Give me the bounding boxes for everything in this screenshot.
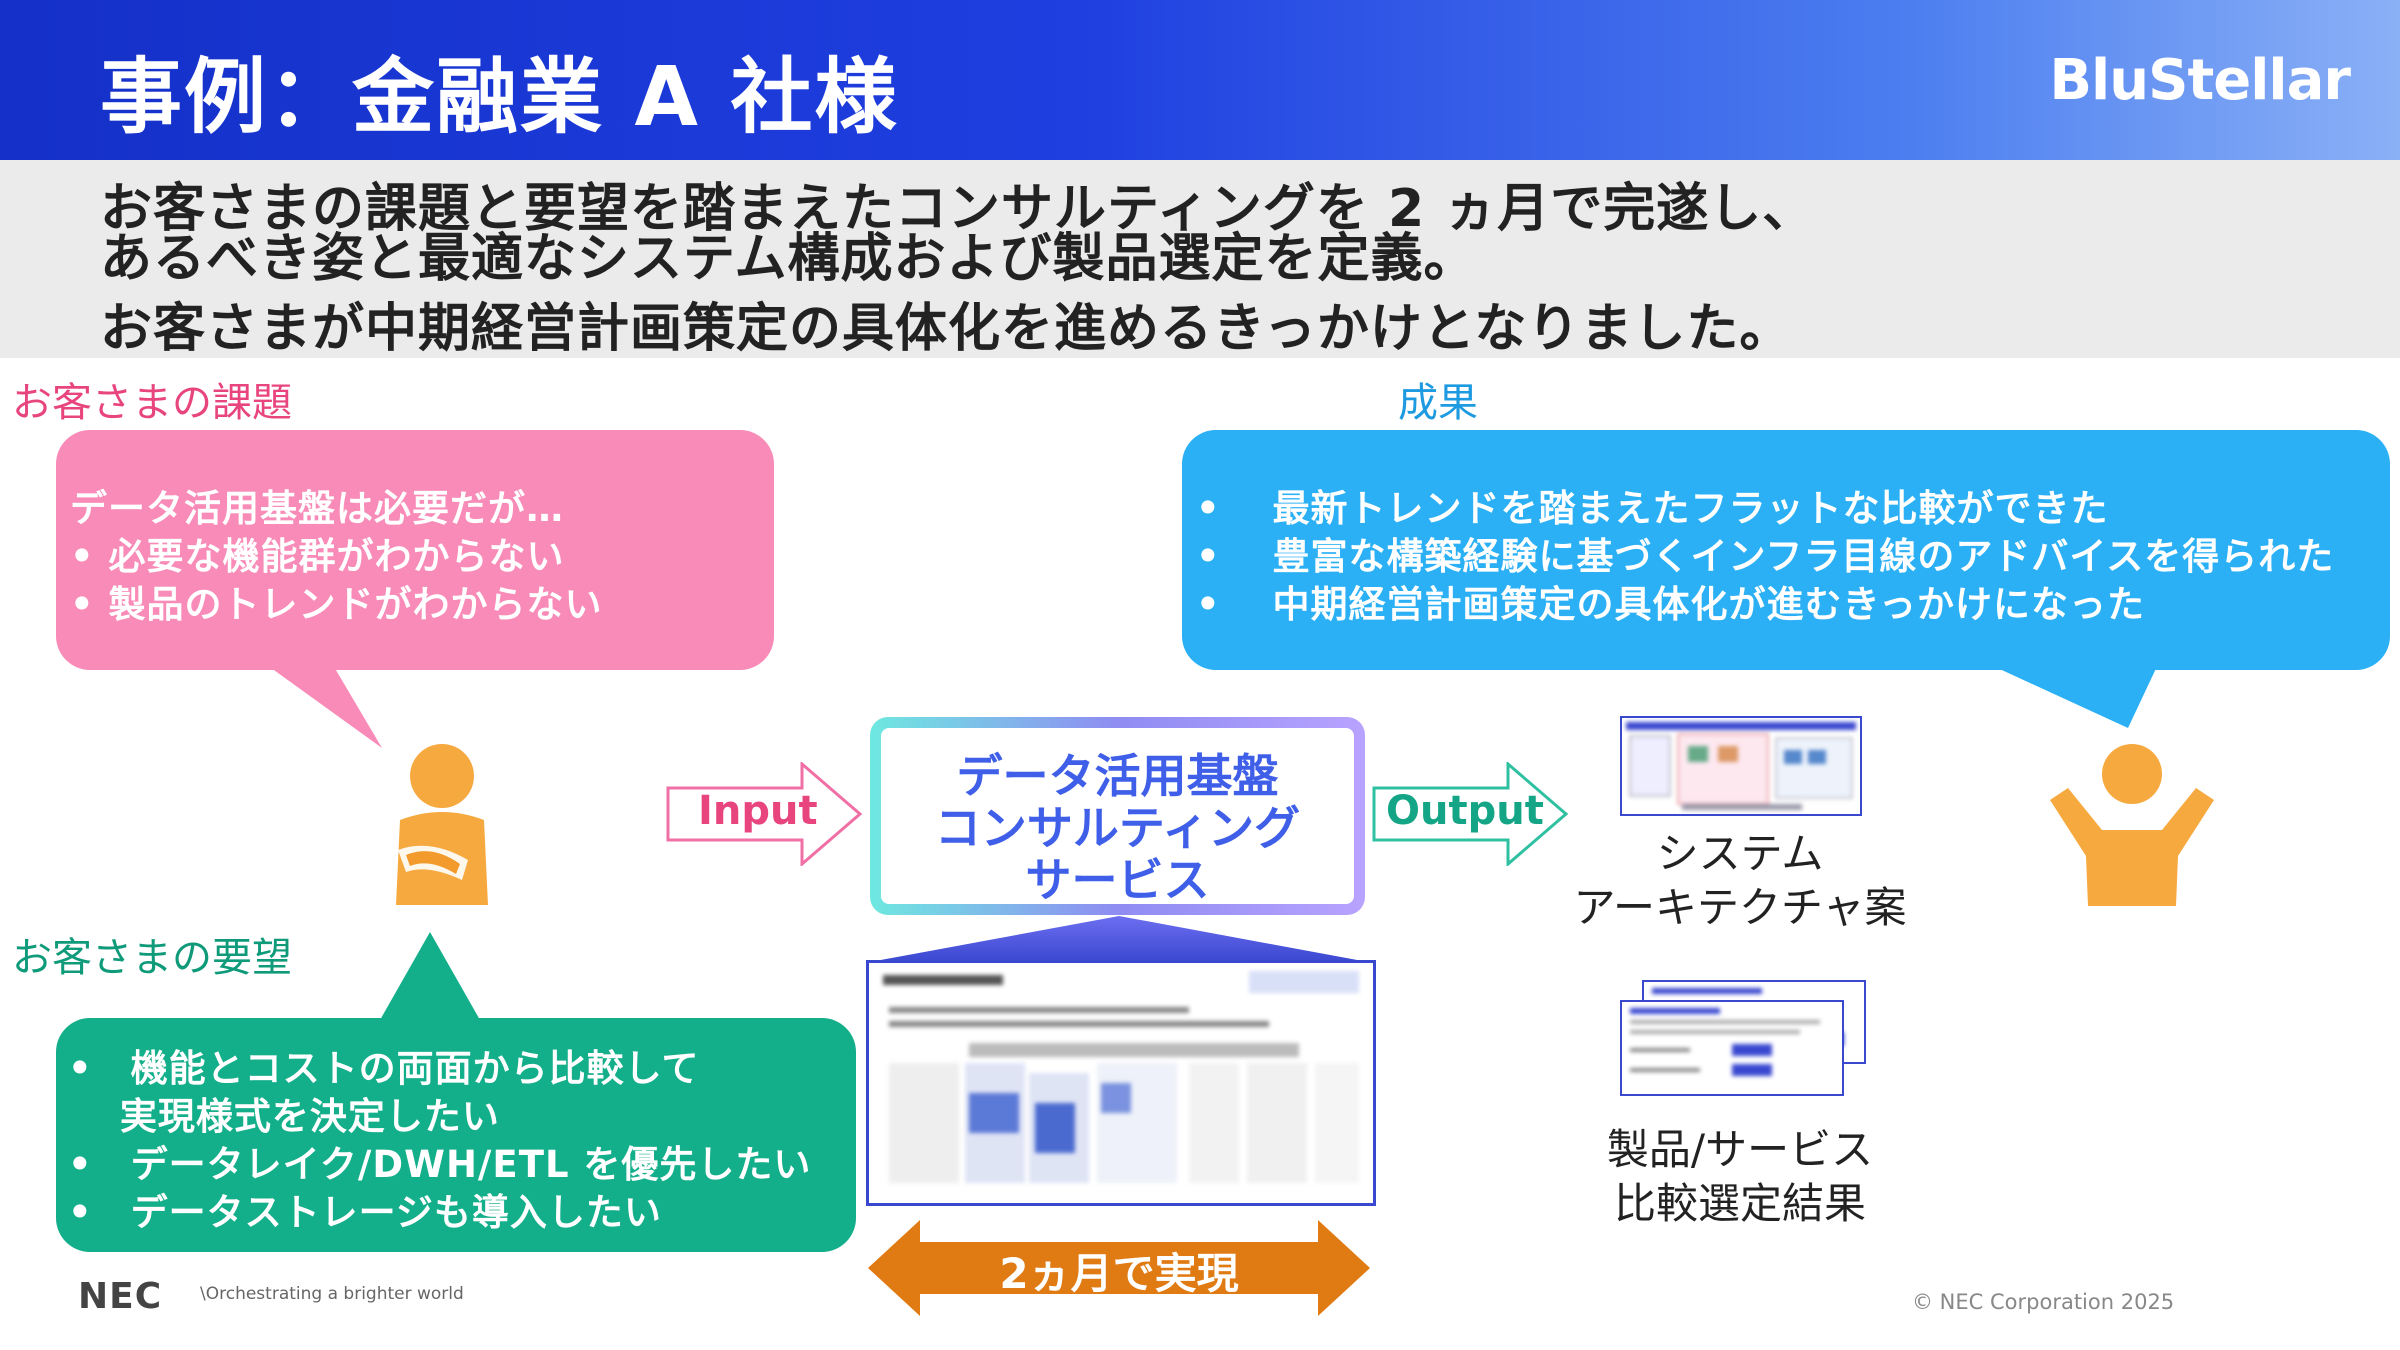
output-label: Output [1386, 788, 1544, 834]
duration-arrow [868, 1220, 1370, 1316]
architecture-thumbnail-content [1626, 722, 1856, 810]
person-celebrating-icon [2050, 744, 2214, 906]
requests-label: お客さまの要望 [12, 935, 292, 981]
nec-tagline: \Orchestrating a brighter world [200, 1284, 464, 1304]
comparison-label-2: 比較選定結果 [1613, 1179, 1866, 1228]
requests-line-4: • データストレージも導入したい [68, 1191, 662, 1234]
comparison-thumbnail-front [1620, 1000, 1844, 1096]
summary-line-2: あるべき姿と最適なシステム構成および製品選定を定義。 [100, 229, 1477, 289]
comparison-thumbnail-front-content [1630, 1008, 1820, 1076]
service-line-1: データ活用基盤 [956, 749, 1279, 803]
service-box: データ活用基盤 コンサルティング サービス [870, 717, 1365, 915]
service-line-3: サービス [1025, 853, 1210, 907]
results-line-1: • 最新トレンドを踏まえたフラットな比較ができた [1196, 487, 2109, 530]
nec-logo: NEC [78, 1276, 163, 1317]
requests-line-1: • 機能とコストの両面から比較して [68, 1047, 700, 1090]
requests-line-2: 実現様式を決定したい [68, 1095, 500, 1138]
input-arrow [666, 762, 862, 866]
schedule-pointer [870, 916, 1368, 962]
issues-line-2: • 必要な機能群がわからない [70, 535, 565, 578]
service-line-2: コンサルティング [934, 801, 1301, 855]
results-bubble-tail [1980, 660, 2160, 728]
service-box-inner: データ活用基盤 コンサルティング サービス [881, 728, 1354, 907]
copyright: © NEC Corporation 2025 [1912, 1290, 2175, 1314]
requests-line-3: • データレイク/DWH/ETL を優先したい [68, 1143, 812, 1186]
schedule-document-content [883, 971, 1359, 1183]
schedule-document-thumbnail [866, 960, 1376, 1206]
summary-line-3: お客さまが中期経営計画策定の具体化を進めるきっかけとなりました。 [100, 299, 1793, 359]
page-title: 事例：金融業 A 社様 [100, 50, 899, 145]
issues-bubble-tail [260, 660, 382, 748]
results-line-2: • 豊富な構築経験に基づくインフラ目線のアドバイスを得られた [1196, 535, 2335, 578]
results-label: 成果 [1398, 380, 1478, 426]
requests-bubble-tail [380, 932, 480, 1020]
architecture-label-1: システム [1656, 829, 1824, 878]
requests-bubble: • 機能とコストの両面から比較して 実現様式を決定したい • データレイク/DW… [56, 1018, 856, 1252]
issues-label: お客さまの課題 [12, 380, 292, 426]
summary-line-1: お客さまの課題と要望を踏まえたコンサルティングを 2 ヵ月で完遂し、 [100, 179, 1816, 239]
comparison-label-1: 製品/サービス [1606, 1125, 1874, 1174]
results-line-3: • 中期経営計画策定の具体化が進むきっかけになった [1196, 583, 2146, 626]
brand-logo: BluStellar [2049, 48, 2351, 113]
duration-label: 2ヵ月で実現 [999, 1249, 1239, 1298]
issues-line-3: • 製品のトレンドがわからない [70, 583, 603, 626]
issues-bubble: データ活用基盤は必要だが… • 必要な機能群がわからない • 製品のトレンドがわ… [56, 430, 774, 670]
architecture-thumbnail [1620, 716, 1862, 816]
summary-band: お客さまの課題と要望を踏まえたコンサルティングを 2 ヵ月で完遂し、 あるべき姿… [0, 160, 2400, 359]
output-arrow [1372, 762, 1568, 866]
person-thinking-icon [396, 744, 488, 905]
architecture-label-2: アーキテクチャ案 [1573, 883, 1907, 932]
issues-line-1: データ活用基盤は必要だが… [70, 487, 564, 530]
input-label: Input [698, 788, 818, 834]
results-bubble: • 最新トレンドを踏まえたフラットな比較ができた • 豊富な構築経験に基づくイン… [1182, 430, 2390, 670]
header-bar [0, 0, 2400, 160]
